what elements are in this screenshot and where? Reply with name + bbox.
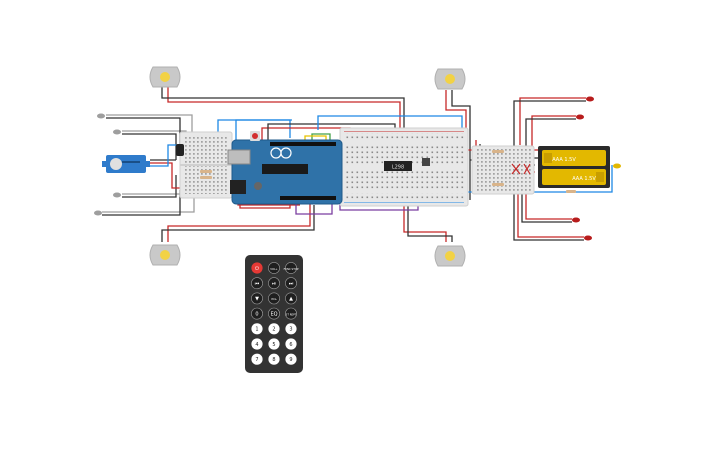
remote-button-label: 0 <box>255 311 258 317</box>
remote-button-label: ST REPT <box>286 312 297 316</box>
resistor-icon <box>492 150 576 193</box>
wire-red <box>403 200 447 242</box>
remote-button[interactable]: ⏯ <box>268 277 280 290</box>
wire-red <box>531 115 576 152</box>
remote-button-label: 1 <box>255 327 258 333</box>
remote-button-label: VOL- <box>271 297 277 301</box>
remote-button[interactable]: ⏭ <box>285 277 297 290</box>
dc-motor-icon <box>434 245 466 267</box>
remote-button-label: ⏭ <box>289 281 294 287</box>
remote-button[interactable]: EQ <box>268 307 280 320</box>
led-icon <box>572 96 621 241</box>
wire-black <box>122 175 177 198</box>
remote-button-label: 6 <box>289 342 292 348</box>
breadboard-icon <box>471 145 535 195</box>
led-icon <box>94 113 121 216</box>
ir-remote-icon: ⏻ VOL+ FUNC STOP ⏮ ⏯ ⏭ ▼ VOL- ▲ 0 EQ ST REPT 1 2 3 4 5 6 7… <box>245 255 303 373</box>
remote-button-label: ⏻ <box>255 266 259 272</box>
remote-button[interactable]: 2 <box>268 323 280 335</box>
wire-red <box>519 97 586 145</box>
wire-black <box>513 190 584 241</box>
remote-buttons: ⏻ VOL+ FUNC STOP ⏮ ⏯ ⏭ ▼ VOL- ▲ 0 EQ ST REPT 1 2 3 4 5 6 7… <box>251 262 299 365</box>
wire-red <box>517 186 584 238</box>
battery-cell-1-label: AAA 1.5V <box>552 157 576 163</box>
breadboard-icon <box>179 131 233 199</box>
remote-button[interactable]: VOL- <box>268 292 280 305</box>
remote-button-label: 2 <box>272 327 275 333</box>
wire-gray <box>106 114 193 133</box>
remote-button-label: ⏮ <box>255 281 260 287</box>
remote-button[interactable]: 9 <box>285 353 297 365</box>
remote-button[interactable]: 1 <box>251 323 263 335</box>
wire-black <box>161 87 405 150</box>
remote-button[interactable]: 6 <box>285 338 297 350</box>
remote-button[interactable]: ▼ <box>251 292 263 305</box>
remote-button[interactable]: 7 <box>251 353 263 365</box>
motor-driver-ic-icon: L298 <box>384 161 412 171</box>
remote-button[interactable]: ▲ <box>285 292 297 305</box>
remote-button-label: FUNC STOP <box>284 267 299 271</box>
wire-black <box>525 118 576 156</box>
remote-button-label: 7 <box>255 357 258 363</box>
remote-button-label: ▲ <box>289 296 293 302</box>
wire-black <box>521 184 572 223</box>
battery-pack-icon: AAA 1.5V AAA 1.5V <box>538 146 610 188</box>
servo-icon <box>102 155 150 173</box>
remote-button[interactable]: FUNC STOP <box>284 262 299 274</box>
remote-button[interactable]: ST REPT <box>285 307 297 320</box>
remote-button-label: 9 <box>289 357 292 363</box>
dc-motor-icon <box>149 66 181 88</box>
remote-button-label: 4 <box>255 342 258 348</box>
remote-button[interactable]: 3 <box>285 323 297 335</box>
remote-button-label: ▼ <box>255 296 259 302</box>
wire-black <box>451 90 471 200</box>
resistor-icon <box>200 170 212 179</box>
wire-black <box>513 100 586 150</box>
remote-button[interactable]: 0 <box>251 307 263 320</box>
remote-button[interactable]: 4 <box>251 338 263 350</box>
wire-cross <box>511 163 531 175</box>
dc-motor-icon <box>434 68 466 90</box>
remote-button-label: 8 <box>272 357 275 363</box>
arduino-board-icon <box>227 131 343 205</box>
remote-button-label: 3 <box>289 327 292 333</box>
wire-blue <box>150 144 184 167</box>
remote-button-label: EQ <box>270 311 277 317</box>
remote-button[interactable]: ⏮ <box>251 277 263 290</box>
ic-label: L298 <box>392 165 404 171</box>
wire-black <box>161 205 315 242</box>
remote-button[interactable]: VOL+ <box>268 262 280 274</box>
wire-red <box>167 200 311 242</box>
battery-cell-2-label: AAA 1.5V <box>572 176 596 182</box>
remote-button-label: 5 <box>272 342 275 348</box>
ir-receiver-icon <box>176 144 184 156</box>
dc-motor-icon <box>149 244 181 266</box>
wire-red <box>167 87 401 135</box>
remote-button-label: ⏯ <box>272 281 276 287</box>
remote-button[interactable]: ⏻ <box>251 262 263 274</box>
transistor-icon <box>422 158 430 166</box>
remote-button[interactable]: 8 <box>268 353 280 365</box>
remote-button-label: VOL+ <box>270 267 277 271</box>
remote-button[interactable]: 5 <box>268 338 280 350</box>
wire-gray <box>102 198 195 213</box>
wire-black <box>407 200 453 242</box>
wire-black <box>102 190 181 216</box>
